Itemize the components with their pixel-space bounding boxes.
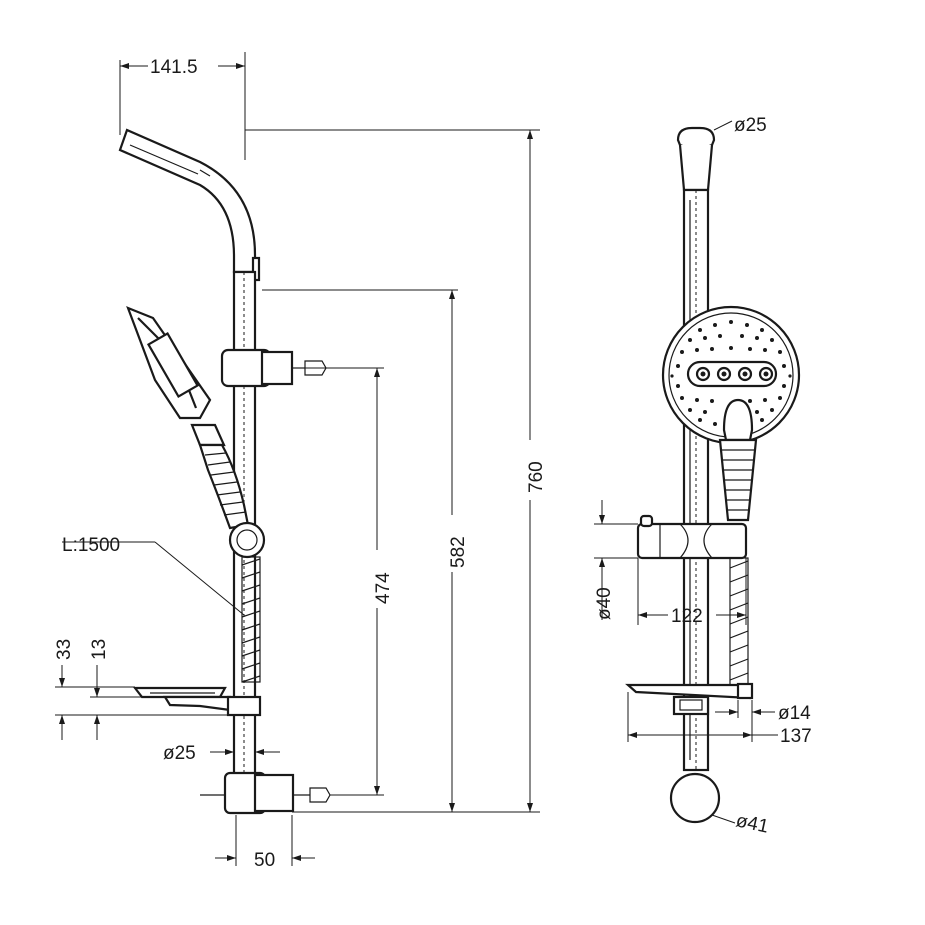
overhead-arm bbox=[118, 128, 261, 282]
dim-slide-range-label: 474 bbox=[373, 572, 394, 604]
dim-wall-offset: 50 bbox=[215, 815, 315, 871]
dim-dish-width-label: 137 bbox=[780, 726, 812, 747]
dim-holder-height: ø40 bbox=[594, 500, 638, 620]
hose-length-callout: L:1500 bbox=[62, 535, 245, 616]
dim-rail-diameter: ø25 bbox=[163, 743, 280, 764]
side-slide-holder bbox=[228, 521, 266, 559]
dim-wall-offset-label: 50 bbox=[254, 850, 275, 871]
dim-rail-diameter-label: ø25 bbox=[163, 743, 196, 764]
dim-dish-13-label: 13 bbox=[89, 639, 110, 660]
dim-top-offset-label: 141.5 bbox=[150, 57, 198, 78]
dim-dish-heights: 33 13 bbox=[54, 639, 230, 740]
dim-top-offset: 141.5 bbox=[119, 52, 246, 160]
dim-total-height-label: 760 bbox=[526, 461, 547, 493]
front-bottom-knob: ø41 bbox=[669, 772, 770, 838]
front-soap-dish bbox=[625, 682, 754, 716]
dim-dish-33-label: 33 bbox=[54, 639, 75, 660]
dim-holder-width-label: 122 bbox=[671, 606, 703, 627]
front-handle bbox=[718, 398, 758, 522]
side-hand-shower bbox=[126, 306, 250, 530]
hose-length-label: L:1500 bbox=[62, 535, 120, 556]
lower-wall-bracket bbox=[200, 771, 331, 815]
dim-holder-width: 122 bbox=[637, 558, 747, 627]
side-hose bbox=[241, 556, 261, 683]
front-hose bbox=[729, 557, 749, 687]
side-view: 141.5 bbox=[54, 52, 547, 871]
dim-dish-width: 137 bbox=[627, 692, 812, 747]
front-slide-holder bbox=[636, 514, 748, 560]
dim-hose-diameter-label: ø14 bbox=[778, 703, 811, 724]
dim-vertical-lines: 760 582 474 bbox=[245, 129, 547, 813]
front-rail bbox=[682, 188, 710, 772]
dim-hose-diameter: ø14 bbox=[715, 700, 811, 724]
side-soap-dish bbox=[132, 686, 262, 717]
front-view: ø25 bbox=[594, 115, 812, 838]
front-hand-shower-head bbox=[661, 305, 801, 445]
dim-bracket-span-label: 582 bbox=[448, 536, 469, 568]
spray-nozzles bbox=[670, 320, 792, 426]
dim-top-diameter-label: ø25 bbox=[734, 115, 767, 136]
dim-knob-diameter-label: ø41 bbox=[734, 810, 770, 837]
upper-wall-bracket bbox=[220, 348, 327, 388]
dim-holder-height-label: ø40 bbox=[594, 587, 615, 620]
front-top-connector: ø25 bbox=[676, 115, 767, 192]
